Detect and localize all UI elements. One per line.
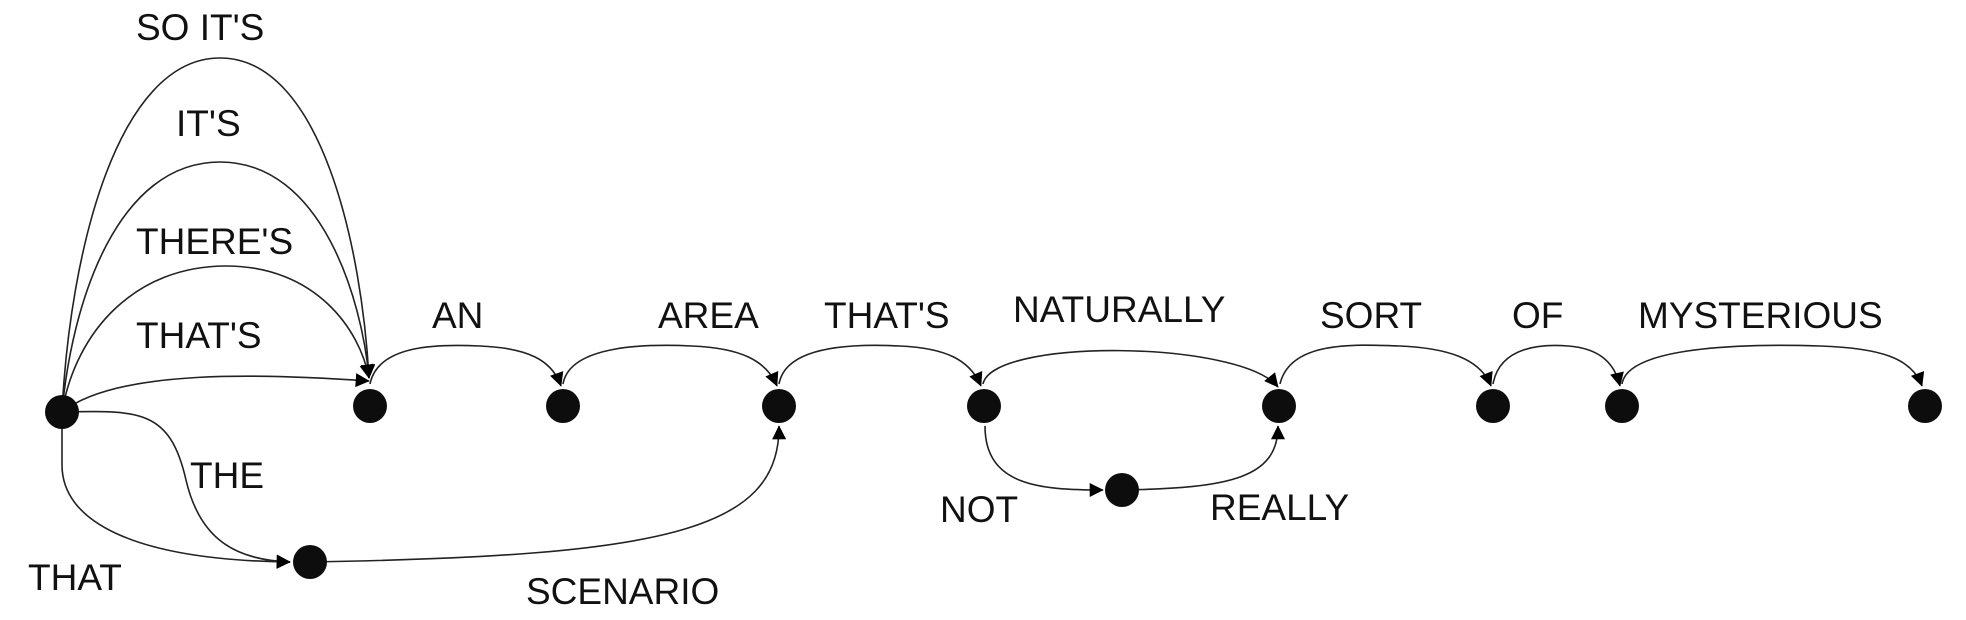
edge-thats-2 [778, 344, 983, 387]
label-that: THAT [28, 557, 122, 598]
lattice-node [1262, 389, 1296, 423]
edge-theres [61, 265, 374, 413]
edge-thats-1 [61, 373, 370, 413]
edge-naturally [982, 349, 1279, 388]
label-of: OF [1512, 295, 1563, 336]
edge-really [1123, 425, 1285, 491]
edge-so-its [61, 57, 376, 413]
lattice-node [353, 389, 387, 423]
edge-area [562, 344, 779, 387]
label-area: AREA [658, 295, 759, 336]
edge-labels: SO IT'S IT'S THERE'S THAT'S THE THAT SCE… [28, 7, 1883, 612]
edges [61, 57, 1925, 569]
edge-mysterious [1621, 344, 1925, 387]
edge-sort [1279, 344, 1493, 387]
lattice-node [45, 395, 79, 429]
label-an: AN [432, 295, 483, 336]
lattice-node [967, 389, 1001, 423]
edge-of [1492, 344, 1624, 387]
lattice-node [1105, 473, 1139, 507]
label-so-its: SO IT'S [136, 7, 264, 48]
label-mysterious: MYSTERIOUS [1638, 295, 1883, 336]
label-its: IT'S [176, 103, 241, 144]
lattice-node [1476, 389, 1510, 423]
label-thats-2: THAT'S [824, 295, 950, 336]
label-scenario: SCENARIO [526, 571, 719, 612]
lattice-node [762, 389, 796, 423]
label-naturally: NATURALLY [1013, 289, 1225, 330]
lattice-node [546, 389, 580, 423]
label-not: NOT [940, 489, 1018, 530]
edge-that [61, 412, 291, 569]
label-really: REALLY [1210, 487, 1349, 528]
lattice-node [1908, 389, 1942, 423]
edge-an [369, 344, 564, 387]
label-sort: SORT [1320, 295, 1422, 336]
edge-not [984, 425, 1104, 497]
lattice-node [293, 545, 327, 579]
label-the: THE [190, 455, 264, 496]
edge-its [61, 161, 375, 413]
nodes [45, 389, 1942, 579]
label-thats-1: THAT'S [136, 315, 262, 356]
label-theres: THERE'S [136, 221, 293, 262]
lattice-node [1605, 389, 1639, 423]
edge-the [61, 410, 291, 569]
edge-scenario [309, 425, 787, 563]
